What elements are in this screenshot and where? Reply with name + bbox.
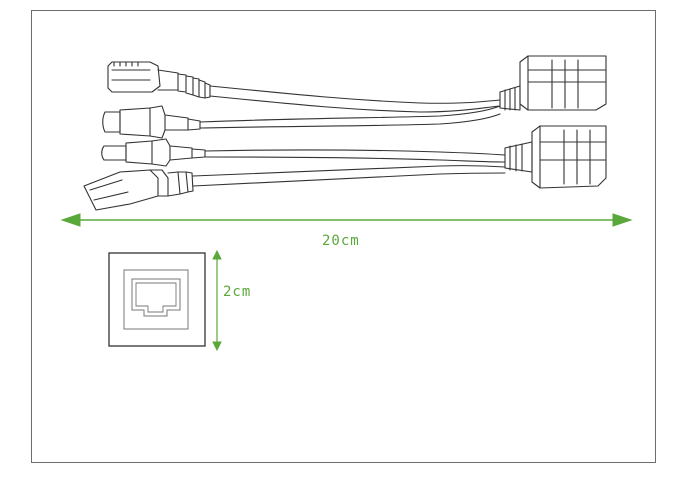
height-dimension bbox=[212, 249, 222, 352]
rj45-plug-bottom bbox=[83, 169, 194, 211]
arrow-left-icon bbox=[60, 213, 81, 227]
height-label: 2cm bbox=[223, 284, 252, 300]
cable-4 bbox=[192, 165, 506, 177]
cable-2 bbox=[199, 105, 501, 123]
length-dimension bbox=[60, 213, 633, 227]
dc-plug-1 bbox=[102, 105, 201, 139]
rj45-jack-front-view bbox=[108, 252, 206, 347]
rj45-plug-top bbox=[107, 61, 211, 99]
arrow-down-icon bbox=[212, 341, 222, 352]
arrow-right-icon bbox=[612, 213, 633, 227]
dc-plug-2 bbox=[101, 138, 206, 167]
cable-1 bbox=[209, 85, 501, 104]
rj45-coupler-bottom bbox=[504, 125, 607, 189]
cable-3 bbox=[204, 149, 506, 156]
length-label: 20cm bbox=[322, 233, 360, 249]
arrow-up-icon bbox=[212, 249, 222, 260]
rj45-coupler-top bbox=[499, 55, 607, 111]
